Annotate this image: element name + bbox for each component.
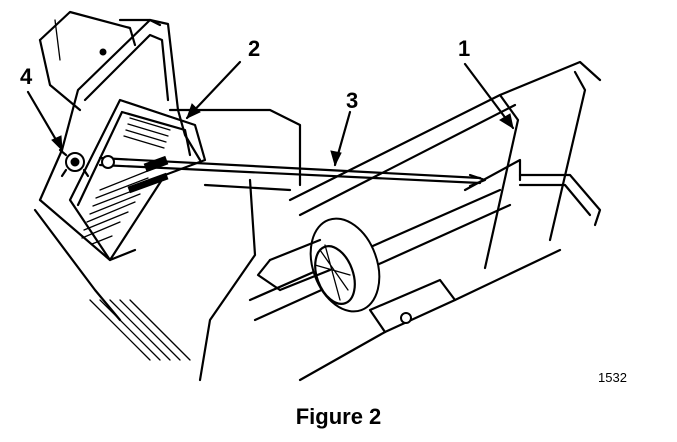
figure-caption: Figure 2 (295, 404, 382, 429)
callout-3: 3 (346, 88, 359, 113)
callout-1: 1 (458, 36, 471, 61)
callout-2: 2 (248, 36, 261, 61)
roller-gear (256, 217, 381, 313)
leader-lines (26, 60, 515, 167)
control-rod (98, 155, 487, 188)
chassis-body (33, 108, 302, 382)
throttle-knob (58, 148, 90, 178)
bracket (298, 248, 562, 382)
callout-4: 4 (20, 64, 33, 89)
control-panel-decal (68, 98, 207, 262)
figure-number: 1532 (598, 370, 627, 385)
deck-frame (248, 60, 602, 322)
